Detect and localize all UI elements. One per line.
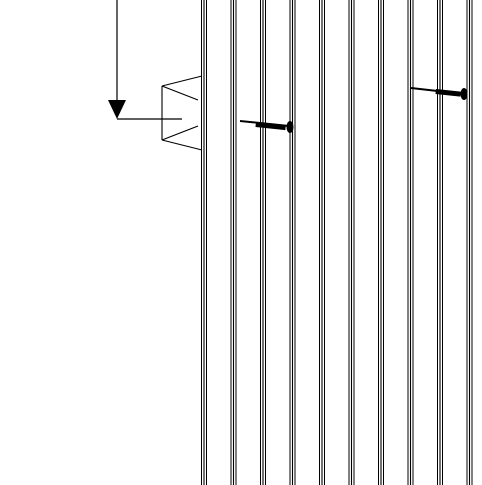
leader-line-group — [108, 0, 182, 120]
panel-lines-group — [201, 0, 473, 485]
wedge-bracket-icon — [161, 75, 203, 151]
screw-icon — [239, 120, 294, 133]
filled-triangle-down-icon — [108, 100, 126, 119]
screw-icon — [410, 87, 468, 100]
